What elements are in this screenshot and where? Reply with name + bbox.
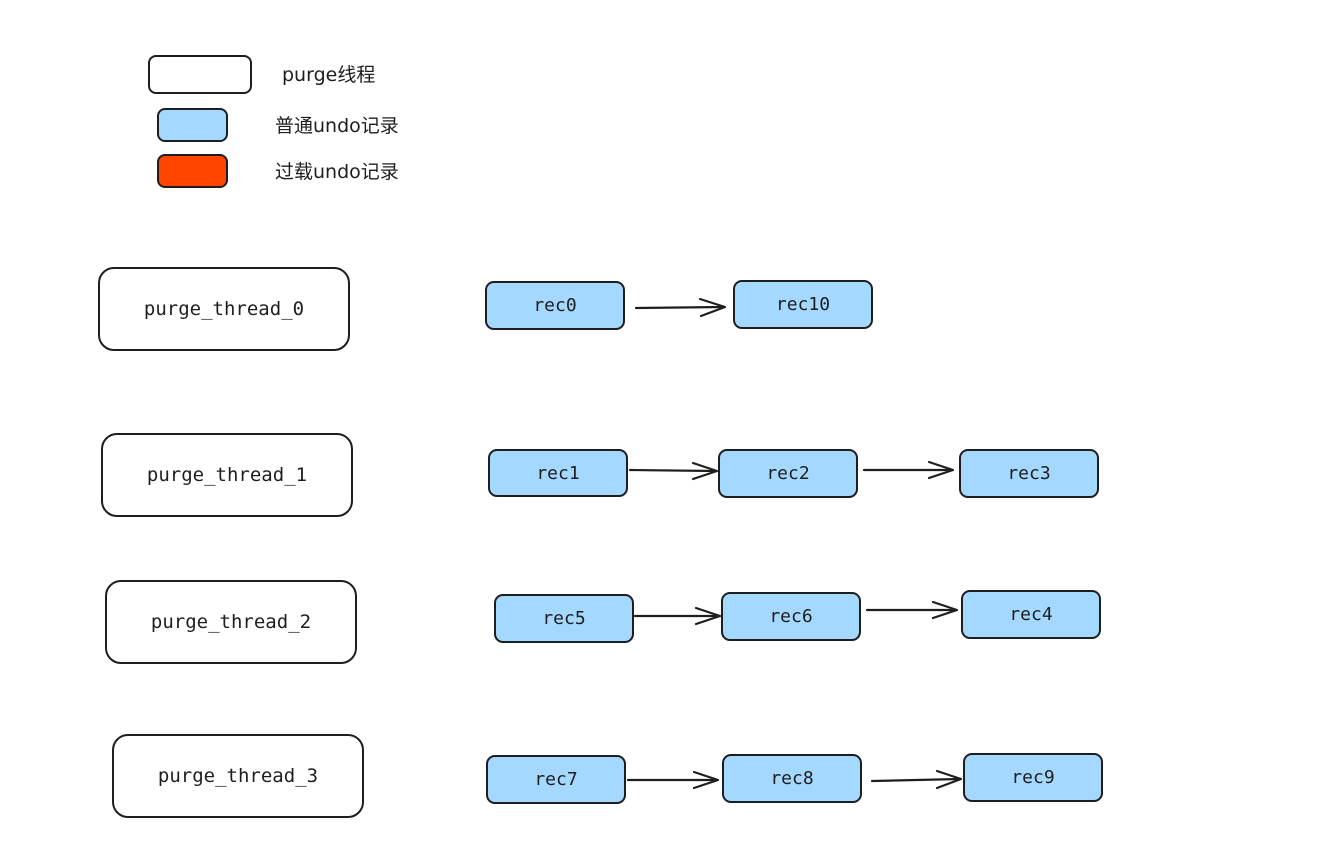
thread-box-1: purge_thread_1 xyxy=(101,433,353,517)
arrow-connector xyxy=(865,600,959,620)
record-box: rec10 xyxy=(733,280,873,329)
thread-box-3: purge_thread_3 xyxy=(112,734,364,818)
record-box: rec1 xyxy=(488,449,628,497)
record-label: rec10 xyxy=(775,294,831,315)
record-label: rec1 xyxy=(536,462,580,484)
legend-swatch-overload-undo xyxy=(157,154,228,188)
record-box: rec8 xyxy=(722,754,862,803)
arrow-connector xyxy=(862,460,955,480)
legend-swatch-normal-undo xyxy=(157,108,228,142)
record-label: rec2 xyxy=(766,463,810,484)
record-label: rec0 xyxy=(533,295,577,316)
thread-label: purge_thread_0 xyxy=(143,298,305,320)
record-label: rec8 xyxy=(770,768,814,789)
thread-label: purge_thread_1 xyxy=(146,464,308,486)
record-box: rec2 xyxy=(718,449,858,498)
record-label: rec9 xyxy=(1011,767,1055,788)
arrow-connector xyxy=(870,769,963,790)
arrow-connector xyxy=(628,461,719,481)
legend-label-overload-undo: 过载undo记录 xyxy=(275,161,399,183)
legend-label-purge-thread: purge线程 xyxy=(282,64,376,86)
thread-label: purge_thread_3 xyxy=(157,765,319,787)
arrow-connector xyxy=(634,297,727,318)
thread-box-2: purge_thread_2 xyxy=(105,580,357,664)
record-label: rec5 xyxy=(542,608,586,629)
record-label: rec7 xyxy=(534,769,578,790)
arrow-connector xyxy=(633,606,722,626)
legend-swatch-purge-thread xyxy=(148,55,252,94)
record-box: rec7 xyxy=(486,755,626,804)
arrow-connector xyxy=(626,770,720,790)
thread-box-0: purge_thread_0 xyxy=(98,267,350,351)
record-label: rec3 xyxy=(1007,463,1051,484)
record-label: rec4 xyxy=(1009,604,1053,625)
record-box: rec9 xyxy=(963,753,1103,802)
record-box: rec0 xyxy=(485,281,625,330)
record-box: rec3 xyxy=(959,449,1099,498)
record-box: rec4 xyxy=(961,590,1101,639)
record-box: rec5 xyxy=(494,594,634,643)
thread-label: purge_thread_2 xyxy=(150,611,312,633)
record-label: rec6 xyxy=(769,606,813,627)
legend-label-normal-undo: 普通undo记录 xyxy=(275,115,399,137)
record-box: rec6 xyxy=(721,592,861,641)
